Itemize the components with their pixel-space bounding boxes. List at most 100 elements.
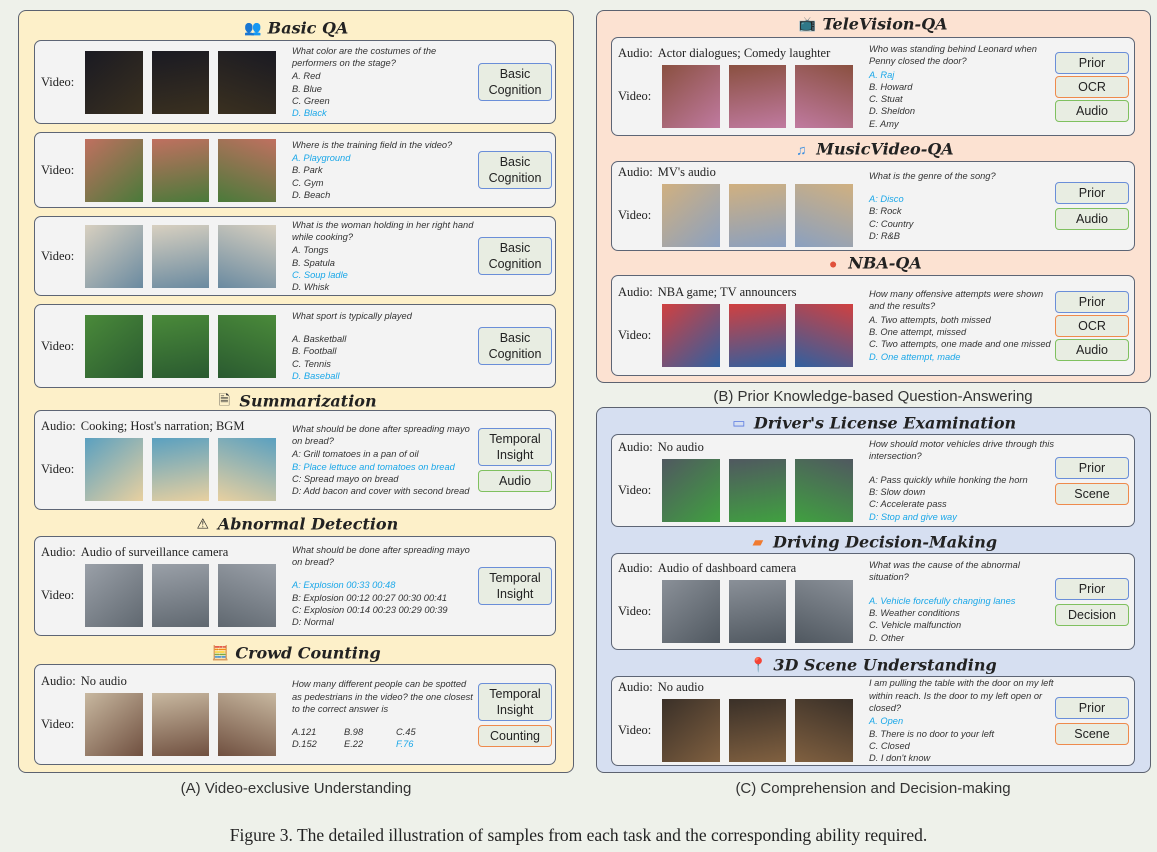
video-label: Video: xyxy=(618,482,652,497)
video-row: Video: xyxy=(612,579,862,643)
answer-option: C: Country xyxy=(869,218,914,229)
answer-option: D. Whisk xyxy=(292,282,330,293)
ability-tag-audio: Audio xyxy=(478,470,552,492)
television-icon: 📺 xyxy=(798,15,817,32)
answer-option: B. Howard xyxy=(869,81,913,92)
answer-option: B. There is no door to your left xyxy=(869,728,995,739)
ability-tags: Basic Cognition xyxy=(478,133,552,207)
question-text: What should be done after spreading mayo… xyxy=(292,544,470,567)
answer-option: A: Pass quickly while honking the horn xyxy=(869,474,1028,485)
answer-option: E. Amy xyxy=(869,118,899,129)
section-title: Driver's License Examination xyxy=(753,413,1017,433)
video-frame-thumbnail xyxy=(151,138,210,202)
audio-label: Audio: xyxy=(41,673,76,688)
correct-option: A. Playground xyxy=(292,153,351,164)
music-clapper-icon: ♫ xyxy=(796,141,807,157)
ability-tag-prior: Prior xyxy=(1055,456,1129,479)
video-frame-thumbnail xyxy=(661,303,720,367)
question-text: How many different people can be spotted… xyxy=(292,679,473,714)
audio-description: Audio:No audio xyxy=(618,680,862,695)
section-heading: 🧮Crowd Counting xyxy=(211,643,381,663)
section-title: Crowd Counting xyxy=(235,643,381,663)
video-frame-thumbnail xyxy=(728,699,787,762)
correct-option: D: Stop and give way xyxy=(869,511,957,522)
correct-option: A. Vehicle forcefully changing lanes xyxy=(869,595,1016,606)
video-frame-thumbnail xyxy=(795,184,853,247)
answer-option: C: Spread mayo on bread xyxy=(292,473,399,484)
audio-label: Audio: xyxy=(41,545,76,559)
video-row: Video: xyxy=(35,50,285,114)
question-block: What should be done after spreading mayo… xyxy=(292,411,478,509)
answer-option: B. Weather conditions xyxy=(869,608,960,618)
question-block: Who was standing behind Leonard when Pen… xyxy=(869,38,1055,135)
audio-description: Audio:Actor dialogues; Comedy laughter xyxy=(618,46,862,61)
video-frame-thumbnail xyxy=(218,138,276,202)
ability-tag-temporal-insight: Temporal Insight xyxy=(478,428,552,466)
location-pin-icon: 📍 xyxy=(749,656,768,673)
ability-tag-basic-cognition: Basic Cognition xyxy=(478,151,552,189)
answer-option: B. Park xyxy=(292,165,323,176)
video-frame-thumbnail xyxy=(728,458,787,522)
video-frame-thumbnail xyxy=(661,458,720,522)
ability-tag-prior: Prior xyxy=(1055,577,1129,600)
video-label: Video: xyxy=(41,74,75,89)
video-frame-thumbnail xyxy=(728,184,787,247)
audio-description: Audio:No audio xyxy=(41,674,285,689)
spacer xyxy=(869,464,1055,474)
ability-tag-audio: Audio xyxy=(1055,338,1129,361)
question-text: What was the cause of the abnormal situa… xyxy=(869,560,1020,583)
answer-option: B: Explosion 00:12 00:27 00:30 00:41 xyxy=(292,592,448,603)
video-frame-thumbnail xyxy=(661,699,720,762)
answer-option: D: Add bacon and cover with second bread xyxy=(292,486,470,497)
video-frame-thumbnail xyxy=(84,224,143,288)
audio-description: Audio:Cooking; Host's narration; BGM xyxy=(41,419,285,434)
ability-tag-ocr: OCR xyxy=(1055,314,1129,337)
question-block: I am pulling the table with the door on … xyxy=(869,677,1055,765)
audio-label: Audio: xyxy=(618,680,653,694)
video-frame-thumbnail xyxy=(728,579,787,643)
question-text: What sport is typically played xyxy=(292,310,412,321)
video-frame-thumbnail xyxy=(218,224,276,288)
answer-option: A. Two attempts, both missed xyxy=(869,314,991,325)
video-frame-thumbnail xyxy=(84,692,143,756)
ability-tag-temporal-insight: Temporal Insight xyxy=(478,567,552,605)
video-label: Video: xyxy=(41,248,75,263)
question-text: Where is the training field in the video… xyxy=(292,139,453,150)
audio-text: Audio of surveillance camera xyxy=(80,545,229,559)
sample-card: Video: Where is the training field in the… xyxy=(34,132,556,208)
video-frame-thumbnail xyxy=(661,579,720,643)
video-row: Video: xyxy=(612,458,862,522)
ability-tag-prior: Prior xyxy=(1055,697,1129,719)
video-row: Video: xyxy=(612,64,862,128)
correct-option: A. Open xyxy=(869,716,904,727)
answer-option: B. Blue xyxy=(292,83,322,94)
section-heading: ●NBA-QA xyxy=(824,254,922,273)
ability-tag-prior: Prior xyxy=(1055,51,1129,74)
audio-text: Actor dialogues; Comedy laughter xyxy=(657,45,831,60)
ability-tag-audio: Audio xyxy=(1055,99,1129,122)
video-frame-thumbnail xyxy=(151,314,210,378)
video-frame-thumbnail xyxy=(84,438,143,501)
video-frame-thumbnail xyxy=(661,184,720,247)
answer-option: C: Accelerate pass xyxy=(869,499,947,510)
video-row: Video: xyxy=(35,314,285,378)
ability-tags: Basic Cognition xyxy=(478,217,552,295)
answer-option: B: Slow down xyxy=(869,487,926,497)
video-row: Video: xyxy=(612,184,862,247)
warning-monitor-icon: ⚠ xyxy=(196,515,210,532)
sample-card: Video:What color are the costumes of the… xyxy=(34,40,556,124)
video-row: Video: xyxy=(35,138,285,202)
video-label: Video: xyxy=(618,327,652,342)
